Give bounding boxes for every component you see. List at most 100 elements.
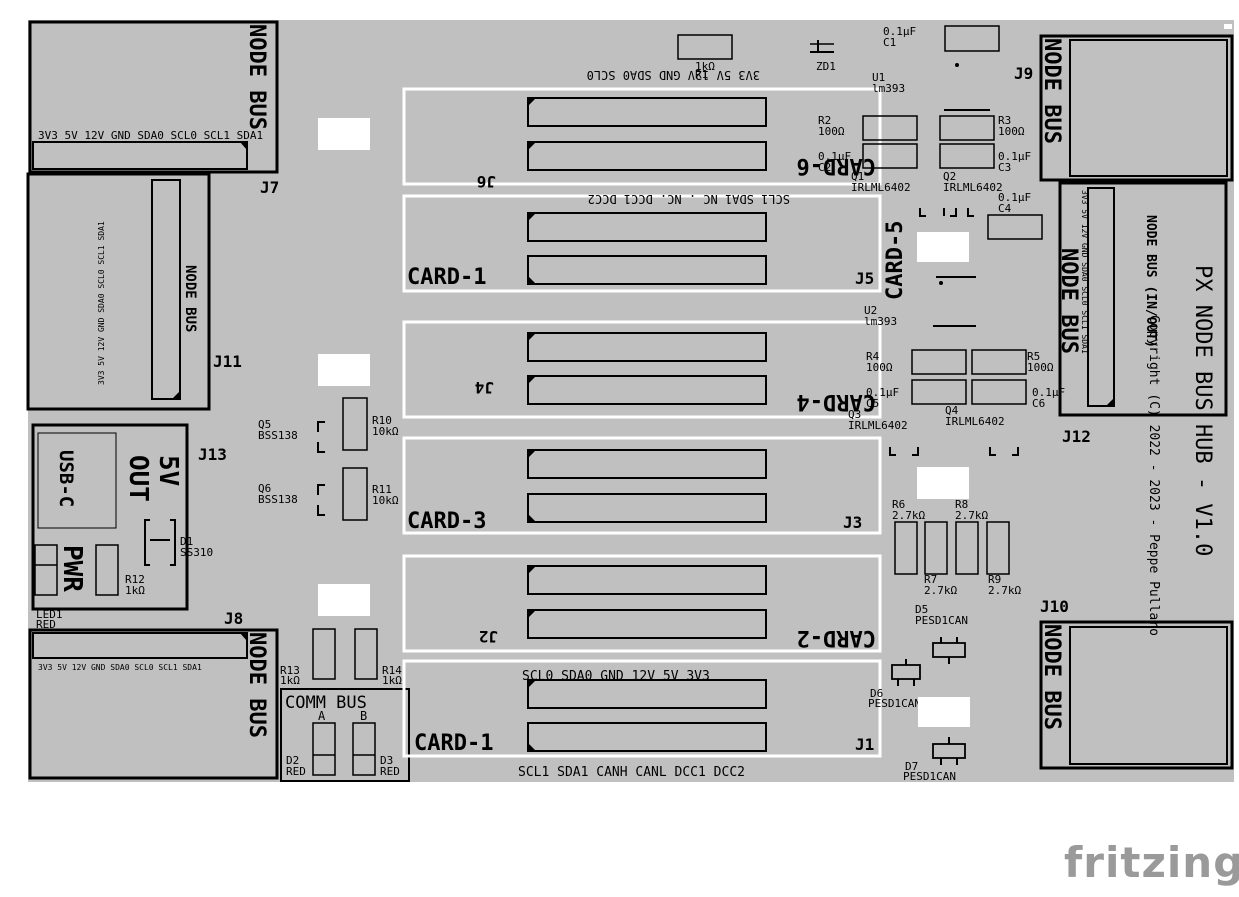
d3-value: RED <box>380 765 400 778</box>
q6-ref: Q6 <box>258 482 271 495</box>
r8-value: 2.7kΩ <box>955 509 988 522</box>
card1-b-label: CARD-1 <box>414 731 493 756</box>
j3-ref: J3 <box>843 513 862 532</box>
c3-ref: C3 <box>998 161 1011 174</box>
c4-value: 0.1µF <box>998 191 1031 204</box>
j11-ref: J11 <box>213 352 242 371</box>
connector-j13: USB-C 5V OUT PWR J13 <box>31 423 227 611</box>
resistor-r5 <box>971 349 1027 375</box>
usb-c-label: USB-C <box>55 450 77 507</box>
c1-ref: C1 <box>883 36 896 49</box>
j8-node-bus-label: NODE BUS <box>244 632 269 738</box>
d3-ref: D3 <box>380 754 393 767</box>
u2-ref: U2 <box>864 304 877 317</box>
r1-ref: R1 <box>695 68 708 81</box>
connector-j11: 3V3 5V 12V GND SDA0 SCL0 SCL1 SDA1 NODE … <box>26 172 242 411</box>
j10-node-bus-label: NODE BUS <box>1039 624 1064 730</box>
r7-value: 2.7kΩ <box>924 584 957 597</box>
j7-ref: J7 <box>260 178 279 197</box>
r14-ref: R14 <box>382 664 402 677</box>
j11-pin-labels: 3V3 5V 12V GND SDA0 SCL0 SCL1 SDA1 <box>97 221 106 385</box>
capacitor-c4 <box>987 214 1043 240</box>
pad <box>318 354 370 386</box>
card-slot-j1: SCL0 SDA0 GND 12V 5V 3V3 CARD-1 J1 SCL1 … <box>402 659 882 780</box>
tvs-diode-d6 <box>891 659 921 686</box>
j9-ref: J9 <box>1014 64 1033 83</box>
mosfet-q5: Q5 BSS138 <box>258 418 325 453</box>
pad <box>918 697 970 727</box>
card2-label: CARD-2 <box>797 625 876 650</box>
j7-node-bus-label: NODE BUS <box>244 24 269 130</box>
resistor-r9 <box>986 521 1010 575</box>
comm-bus-b-label: B <box>360 709 367 723</box>
r14-value: 1kΩ <box>382 674 402 687</box>
j6-pin-labels: SCL1 SDA1 NC . NC. DCC1 DCC2 <box>588 192 790 206</box>
q4-ref: Q4 <box>945 404 959 417</box>
resistor-r3 <box>939 115 995 141</box>
c6-ref: C6 <box>1032 397 1045 410</box>
j12-in-out-label: NODE BUS (IN/OUT) <box>1143 215 1158 348</box>
q3-value: IRLML6402 <box>848 419 908 432</box>
d2-value: RED <box>286 765 306 778</box>
capacitor-c5 <box>911 379 967 405</box>
capacitor-c6 <box>971 379 1027 405</box>
resistor-r7 <box>924 521 948 575</box>
r3-value: 100Ω <box>998 125 1025 138</box>
resistor-r8 <box>955 521 979 575</box>
j1-bottom-pin-labels: SCL1 SDA1 CANH CANL DCC1 DCC2 <box>518 765 745 780</box>
capacitor-c3 <box>939 143 995 169</box>
r3-ref: R3 <box>998 114 1011 127</box>
r4-value: 100Ω <box>866 361 893 374</box>
q2-ref: Q2 <box>943 170 956 183</box>
r1-value: 1kΩ <box>695 60 715 73</box>
mounting-marker <box>1224 24 1232 29</box>
q1-q2-outline <box>919 208 974 217</box>
c4-ref: C4 <box>998 202 1012 215</box>
d5-value: PESD1CAN <box>915 614 968 627</box>
r4-ref: R4 <box>866 350 880 363</box>
r5-ref: R5 <box>1027 350 1040 363</box>
d1-value: SS310 <box>180 546 213 559</box>
q2-value: IRLML6402 <box>943 181 1003 194</box>
j2-ref: J2 <box>479 627 498 646</box>
comm-bus-label: COMM BUS <box>285 693 367 713</box>
out-label: OUT <box>123 455 153 502</box>
u1-ref: U1 <box>872 71 885 84</box>
pwr-label: PWR <box>57 545 87 592</box>
j8-pin-labels: 3V3 5V 12V GND SDA0 SCL0 SCL1 SDA1 <box>38 663 202 672</box>
led1-ref: LED1 <box>36 608 63 621</box>
five-volt-label: 5V <box>153 455 183 486</box>
r9-value: 2.7kΩ <box>988 584 1021 597</box>
mosfet-q6: Q6 BSS138 <box>258 482 325 516</box>
j12-pin-labels: 3V3 5V 12V GND SDA0 SCL0 SCL1 SDA1 <box>1080 190 1089 354</box>
d7-value: PESD1CAN <box>903 770 956 783</box>
resistor-r13 <box>312 628 336 680</box>
card-slot-j4: J4 CARD-4 <box>402 320 882 419</box>
r8-ref: R8 <box>955 498 968 511</box>
j10-ref: J10 <box>1040 597 1069 616</box>
c2-value: 0.1µF <box>818 150 851 163</box>
r2-ref: R2 <box>818 114 831 127</box>
connector-j8: 3V3 5V 12V GND SDA0 SCL0 SCL1 SDA1 NODE … <box>28 609 279 780</box>
d7-ref: D7 <box>905 760 918 773</box>
j6-ref: J6 <box>477 172 496 191</box>
resistor-r2 <box>862 115 918 141</box>
top-pin-labels: 3V3 5V 12V GND SDA0 SCL0 <box>587 68 760 82</box>
resistor-r4 <box>911 349 967 375</box>
resistor-r14 <box>354 628 378 680</box>
comm-bus-block: COMM BUS A B D2 RED D3 RED <box>280 688 410 782</box>
r6-value: 2.7kΩ <box>892 509 925 522</box>
r6-ref: R6 <box>892 498 905 511</box>
c5-ref: C5 <box>866 397 879 410</box>
zd1-ref: ZD1 <box>816 60 836 73</box>
r12-ref: R12 <box>125 573 145 586</box>
copyright-notice: Copyright (C) 2022 - 2023 - Peppe Pullar… <box>1146 315 1161 636</box>
d1-ref: D1 <box>180 535 193 548</box>
card5-label: CARD-5 <box>883 221 908 300</box>
connector-j10: NODE BUS J10 <box>1039 597 1234 770</box>
d5-ref: D5 <box>915 603 928 616</box>
r9-ref: R9 <box>988 573 1001 586</box>
resistor-r10: R10 10kΩ <box>342 397 399 451</box>
